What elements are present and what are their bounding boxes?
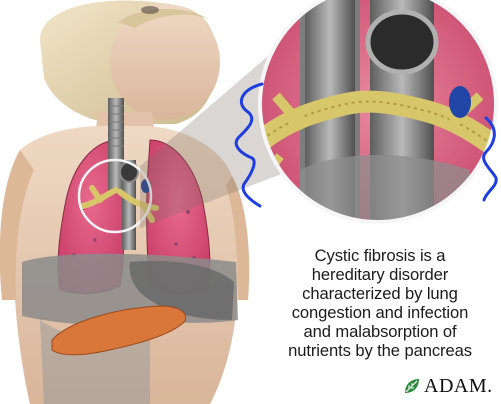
leaf-logo-icon	[402, 376, 422, 396]
caption-text: Cystic fibrosis is a hereditary disorder…	[262, 246, 498, 360]
caption-line: Cystic fibrosis is a	[262, 246, 498, 265]
adam-logo: ADAM.	[402, 375, 493, 397]
logo-text: ADAM.	[424, 375, 493, 397]
caption-line: characterized by lung	[262, 284, 498, 303]
caption-line: hereditary disorder	[262, 265, 498, 284]
caption-line: congestion and infection	[262, 303, 498, 322]
caption-line: nutrients by the pancreas	[262, 341, 498, 360]
caption-line: and malabsorption of	[262, 322, 498, 341]
